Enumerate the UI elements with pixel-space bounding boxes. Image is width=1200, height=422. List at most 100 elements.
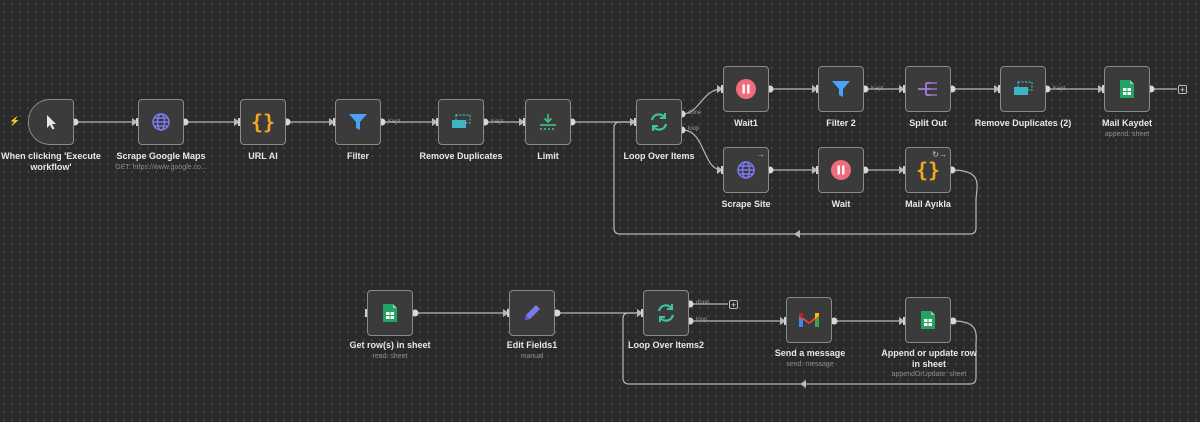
remove-duplicates-icon	[450, 114, 472, 130]
node-wait1[interactable]	[723, 66, 769, 112]
node-scrape-site[interactable]: →	[723, 147, 769, 193]
input-port	[436, 118, 438, 126]
input-port	[523, 118, 525, 126]
output-port	[553, 309, 561, 317]
pause-icon	[735, 78, 757, 100]
node-subtitle: manual	[520, 353, 544, 360]
node-title: Remove Duplicates (2)	[974, 118, 1072, 128]
split-out-icon	[917, 80, 939, 98]
globe-icon	[151, 112, 171, 132]
arrowhead	[717, 166, 723, 174]
node-remove-duplicates-2[interactable]	[1000, 66, 1046, 112]
port-label-done: done	[688, 110, 702, 116]
node-url-ai[interactable]: {}	[240, 99, 286, 145]
port-label-kept: Kept	[871, 86, 884, 92]
filter-icon	[348, 112, 368, 132]
node-scrape-google-maps[interactable]	[138, 99, 184, 145]
arrow-right-icon: →	[757, 150, 765, 159]
input-port	[507, 309, 509, 317]
node-title: Append or update row in sheet	[881, 348, 977, 369]
port-label-loop: loop	[688, 126, 700, 132]
google-sheets-icon	[920, 310, 936, 330]
node-title: Send a message	[774, 348, 846, 358]
pencil-icon	[522, 303, 542, 323]
node-title: Mail Ayıkla	[905, 199, 951, 209]
node-remove-duplicates[interactable]	[438, 99, 484, 145]
arrowhead	[637, 309, 643, 317]
node-loop-over-items2[interactable]	[643, 290, 689, 336]
node-title: Scrape Site	[721, 199, 771, 209]
node-wait[interactable]	[818, 147, 864, 193]
arrowhead	[329, 118, 335, 126]
node-subtitle: GET: https://www.google.co...	[115, 164, 207, 171]
limit-icon	[538, 113, 558, 131]
node-title: Mail Kaydet	[1101, 118, 1152, 128]
node-filter[interactable]	[335, 99, 381, 145]
arrowhead	[630, 118, 636, 126]
arrowhead	[812, 85, 818, 93]
input-port	[721, 85, 723, 93]
arrowhead	[132, 118, 138, 126]
node-title: Filter 2	[826, 118, 856, 128]
node-title: Edit Fields1	[506, 340, 558, 350]
node-edit-fields1[interactable]	[509, 290, 555, 336]
port-label-kept: Kept	[491, 119, 504, 125]
node-title: Scrape Google Maps	[116, 151, 206, 161]
arrowhead	[899, 166, 905, 174]
port-label-loop: loop	[696, 317, 708, 323]
node-filter-2[interactable]	[818, 66, 864, 112]
input-port	[784, 317, 786, 325]
filter-icon	[831, 79, 851, 99]
input-port	[238, 118, 240, 126]
node-title: Loop Over Items2	[627, 340, 705, 350]
output-port	[830, 317, 838, 325]
google-sheets-icon	[1119, 79, 1135, 99]
port-label-kept: Kept	[388, 119, 401, 125]
input-port	[333, 118, 335, 126]
arrowhead	[899, 85, 905, 93]
loop-icon	[655, 302, 677, 324]
node-limit[interactable]	[525, 99, 571, 145]
arrowhead	[432, 118, 438, 126]
node-split-out[interactable]	[905, 66, 951, 112]
node-title: Wait	[831, 199, 851, 209]
node-subtitle: read: sheet	[372, 353, 408, 360]
add-node-button[interactable]: +	[729, 300, 738, 310]
arrowhead	[994, 85, 1000, 93]
node-execute-workflow[interactable]	[28, 99, 74, 145]
input-port	[998, 85, 1000, 93]
arrowhead	[899, 317, 905, 325]
node-title: Split Out	[909, 118, 947, 128]
node-append-update[interactable]	[905, 297, 951, 343]
input-port	[641, 309, 643, 317]
input-port	[816, 85, 818, 93]
input-port	[903, 317, 905, 325]
node-title: Remove Duplicates	[419, 151, 503, 161]
node-get-rows[interactable]	[367, 290, 413, 336]
gmail-icon	[798, 312, 820, 328]
arrowhead	[812, 166, 818, 174]
node-loop-over-items[interactable]	[636, 99, 682, 145]
input-port	[903, 85, 905, 93]
input-port	[136, 118, 138, 126]
code-braces-icon: {}	[915, 158, 941, 182]
arrowhead	[780, 317, 786, 325]
loop-icon	[648, 111, 670, 133]
node-title: Wait1	[734, 118, 758, 128]
google-sheets-icon	[382, 303, 398, 323]
arrowhead	[800, 380, 806, 388]
add-node-button[interactable]: +	[1178, 85, 1187, 95]
node-mail-kaydet[interactable]	[1104, 66, 1150, 112]
node-subtitle: appendOrUpdate: sheet	[891, 371, 967, 378]
arrowhead	[519, 118, 525, 126]
input-port	[365, 309, 367, 317]
input-port	[634, 118, 636, 126]
lightning-icon: ⚡	[9, 116, 21, 126]
cursor-icon	[44, 114, 58, 130]
connection	[622, 312, 977, 385]
node-subtitle: send: message	[786, 361, 834, 368]
node-send-message[interactable]	[786, 297, 832, 343]
arrowhead	[717, 85, 723, 93]
node-mail-ayikla[interactable]: {} ↻→	[905, 147, 951, 193]
